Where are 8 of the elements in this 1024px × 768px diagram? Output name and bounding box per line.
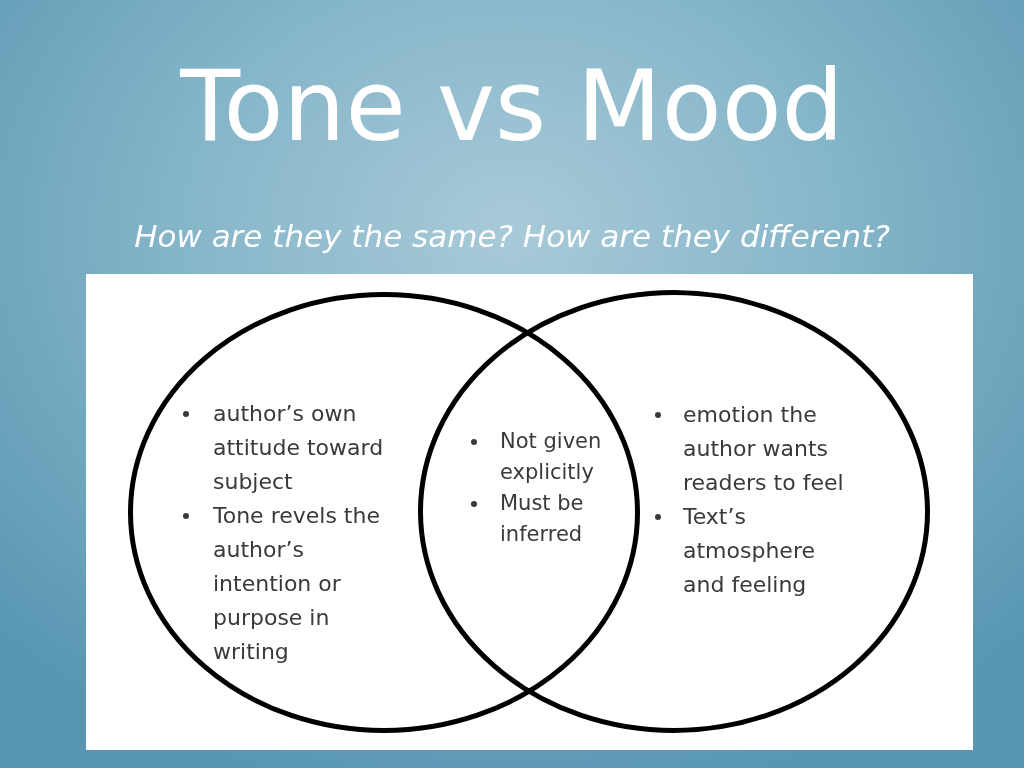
subtitle: How are they the same? How are they different? (134, 218, 890, 254)
bullet-text: emotion the author wants readers to feel (683, 401, 845, 497)
bullet-text: Not given explicitly (500, 428, 603, 486)
bullet-text: Must be inferred (500, 490, 585, 548)
bullet-text: Text’s atmosphere and feeling (683, 503, 816, 599)
bullet-text: Tone revels the author’s intention or purpose in writing (213, 502, 381, 666)
bullet-text: author’s own attitude toward subject (213, 400, 385, 496)
slide-title: Tone vs Mood (180, 49, 844, 163)
